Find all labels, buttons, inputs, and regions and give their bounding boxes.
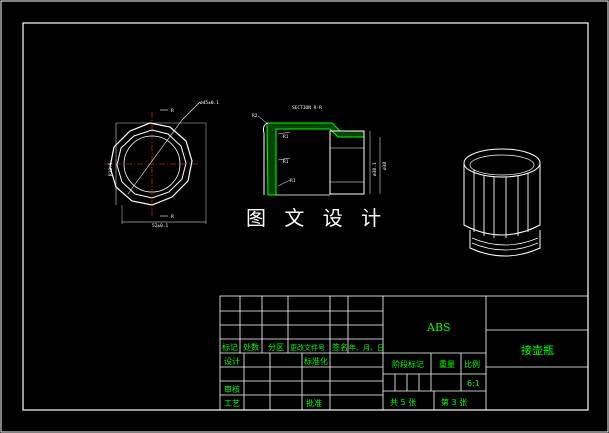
title-block [219,295,589,411]
col-sign: 签名 [332,342,348,352]
stage-mark: 阶段标记 [392,359,424,369]
scale-value: 6:1 [467,379,480,388]
iso-flutes [473,170,529,238]
front-view: ø45±0.1 R R R18.5 52±0.1 [104,100,219,229]
dim-top-callout: ø45±0.1 [200,100,219,106]
role-approve: 批准 [306,398,322,408]
section-leader-2 [277,131,291,135]
dim-left-height: R18.5 [108,162,114,176]
dim-section-r4: R1 [290,178,296,184]
col-mark: 标记 [222,342,238,352]
watermark-text: 图 文 设 计 [246,206,387,230]
section-marker-top-label: R [171,108,174,114]
dim-right-inner: ø38.1 [372,162,378,176]
section-title: SECTION R-R [292,105,322,111]
iso-body [463,163,541,236]
iso-top-inner [469,154,535,176]
section-marker-bottom-label: R [171,214,174,220]
section-leader-4 [277,179,291,187]
sheets-total: 共 5 张 [390,398,416,407]
callout-leader [181,101,201,121]
section-leader-1 [257,115,269,125]
dim-section-r3: R1 [283,159,289,165]
iso-top-ellipse [463,148,541,178]
role-process: 工艺 [224,399,240,408]
section-cut-line [127,119,183,195]
scale-label: 比例 [464,359,480,369]
iso-skirt [469,230,541,257]
col-count: 处数 [243,342,259,352]
section-hatch-wall [266,122,365,196]
col-change-doc: 更改文件号 [290,343,325,352]
role-review: 审核 [224,384,240,394]
role-standardize: 标准化 [304,356,328,366]
col-zone: 分区 [268,343,284,352]
isometric-view [463,148,541,257]
dim-bottom-width: 52±0.1 [152,223,169,229]
dim-right-outer: ø38 [382,162,388,170]
section-bore [329,130,365,195]
section-outer-edge [262,122,268,195]
role-design: 设计 [224,356,240,366]
part-name: 接壶瓶 [521,343,554,357]
section-view: SECTION R-R R2 R1 R1 R1 ø38.1 ø38 [252,105,388,196]
material-label: ABS [426,321,451,334]
sheet-number: 第 3 张 [441,397,467,407]
weight-label: 重量 [439,359,455,369]
section-leader-3 [277,157,291,161]
dim-section-r1: R2 [252,113,258,119]
iso-skirt-rings [471,237,539,251]
dim-section-r2: R1 [283,134,289,140]
col-date: 年、月、日 [349,343,384,352]
title-block-text: ABS 接壶瓶 标记 处数 分区 更改文件号 签名 年、月、日 设计 标准化 审… [222,321,554,408]
